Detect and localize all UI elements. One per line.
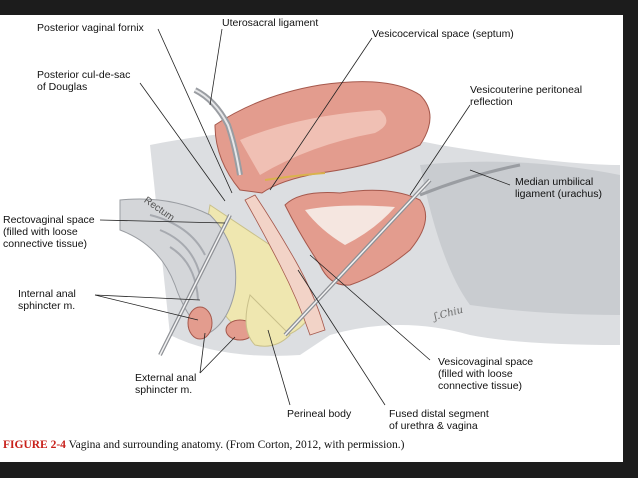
leader-internal-anal-2 <box>94 294 199 321</box>
label-vesicouterine-reflection: Vesicouterine peritoneal reflection <box>470 84 583 108</box>
vagina-wall <box>244 194 326 336</box>
anatomy-figure-panel: ʃ.Chiu Posterior vaginal fornix Uteros <box>0 15 623 462</box>
vesicocervical-septum <box>264 172 326 181</box>
rectum <box>119 198 237 336</box>
label-posterior-cul-de-sac: Posterior cul-de-sac of Douglas <box>37 69 131 93</box>
leader-vesicouterine <box>409 104 471 196</box>
label-posterior-vaginal-fornix: Posterior vaginal fornix <box>37 22 144 34</box>
leader-posterior-fornix <box>157 28 233 194</box>
label-uterosacral-ligament: Uterosacral ligament <box>222 17 319 29</box>
caption-figure-number: FIGURE 2-4 <box>3 439 66 451</box>
leader-vesicocervical <box>269 37 373 191</box>
leader-rectovaginal <box>99 219 226 224</box>
perineal-body-shape <box>245 294 291 347</box>
label-fused-distal-segment: Fused distal segment of urethra & vagina <box>389 408 489 432</box>
leader-internal-anal-1 <box>94 294 201 301</box>
label-median-umbilical-ligament: Median umbilical ligament (urachus) <box>515 176 602 200</box>
figure-caption: FIGURE 2-4 Vagina and surrounding anatom… <box>3 439 613 451</box>
leader-fused-distal <box>297 269 386 406</box>
label-rectovaginal-space: Rectovaginal space (filled with loose co… <box>3 214 95 250</box>
posterior-probe-highlight <box>159 214 231 356</box>
leader-perineal-body <box>267 329 291 406</box>
leader-external-anal-2 <box>199 336 236 374</box>
leader-median-umbilical <box>469 169 511 186</box>
rectum-folds <box>149 214 206 301</box>
label-external-anal-sphincter: External anal sphincter m. <box>135 372 197 396</box>
bladder-lumen <box>305 205 395 245</box>
leader-lines <box>94 28 511 406</box>
uterine-cavity <box>240 110 387 175</box>
label-internal-anal-sphincter: Internal anal sphincter m. <box>18 288 76 312</box>
anterior-probe-highlight <box>284 179 431 336</box>
anatomy-illustration: ʃ.Chiu <box>94 28 620 406</box>
leader-uterosacral <box>209 28 223 106</box>
label-vesicocervical-space: Vesicocervical space (septum) <box>372 28 514 40</box>
leader-cul-de-sac <box>139 82 226 202</box>
label-perineal-body: Perineal body <box>287 408 352 420</box>
caption-text: Vagina and surrounding anatomy. (From Co… <box>65 439 405 451</box>
internal-anal-sphincter-shape <box>187 306 213 340</box>
median-umbilical-ligament-shape <box>419 163 521 197</box>
pubic-region-tissue <box>420 161 620 315</box>
label-vesicovaginal-space: Vesicovaginal space (filled with loose c… <box>438 356 534 392</box>
leader-external-anal-1 <box>199 332 206 374</box>
leader-vesicovaginal <box>309 254 431 361</box>
